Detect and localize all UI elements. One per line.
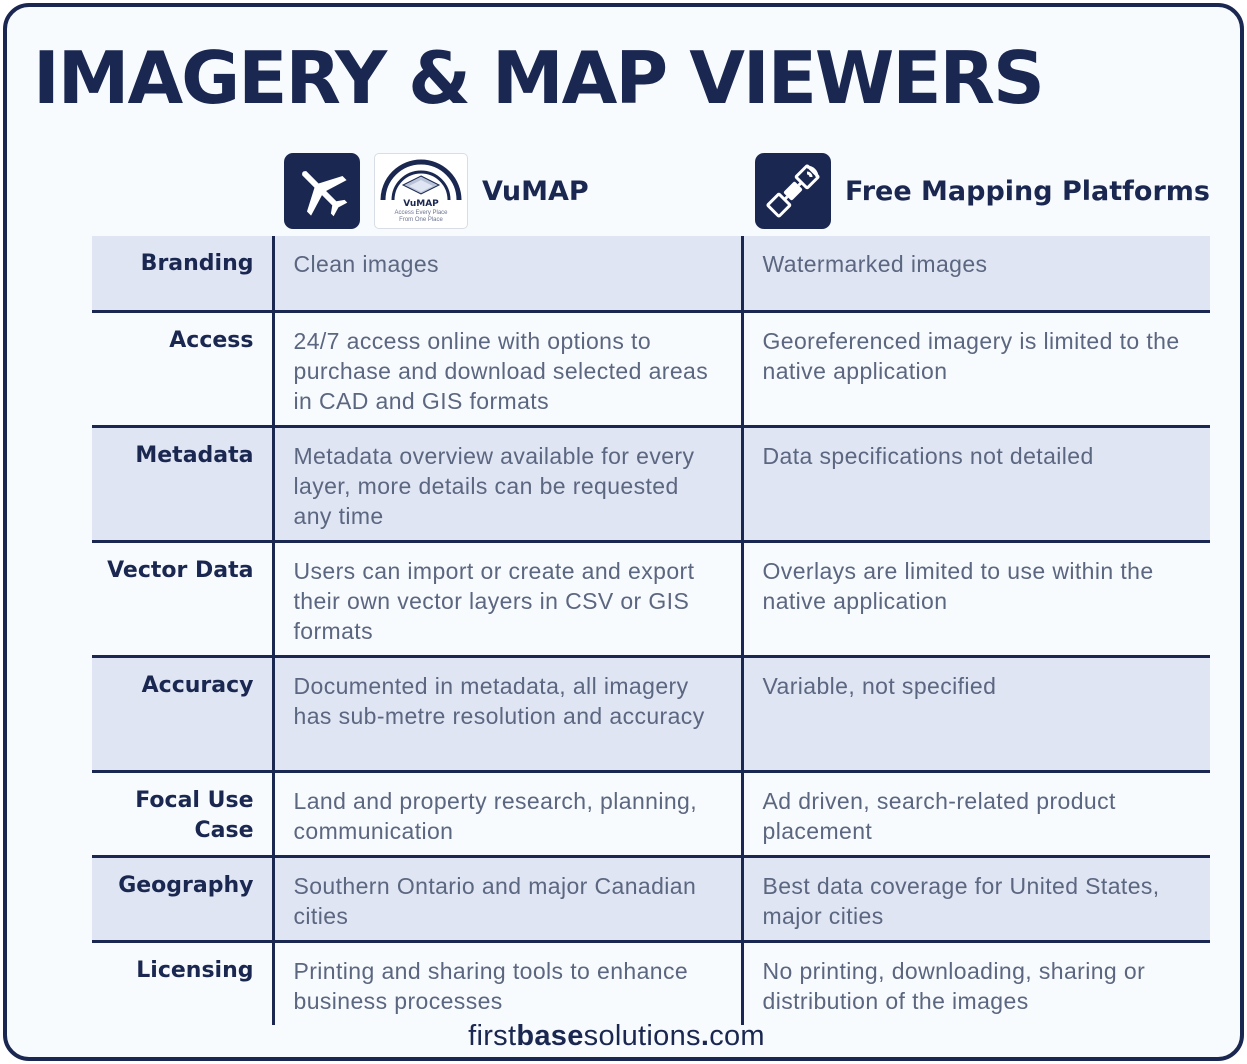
- table-row: Geography Southern Ontario and major Can…: [92, 856, 1210, 941]
- row-label: Access: [92, 311, 275, 426]
- vumap-logo-text: VuMAP: [403, 199, 439, 209]
- footer-part: com: [709, 1020, 765, 1052]
- table-row: Metadata Metadata overview available for…: [92, 426, 1210, 541]
- footer-part-bold: base: [516, 1020, 584, 1052]
- vumap-logo-tagline: Access Every Place From One Place: [394, 210, 448, 223]
- footer-part: solutions: [583, 1020, 701, 1052]
- free-platforms-column-label: Free Mapping Platforms: [845, 175, 1210, 207]
- vumap-cell: Documented in metadata, all imagery has …: [273, 656, 744, 771]
- row-label: Accuracy: [92, 656, 275, 771]
- row-label: Licensing: [92, 941, 275, 1025]
- row-label: Metadata: [92, 426, 275, 541]
- vumap-logo: VuMAP Access Every Place From One Place: [374, 153, 468, 229]
- vumap-cell: 24/7 access online with options to purch…: [273, 311, 744, 426]
- comparison-table: Branding Clean images Watermarked images…: [92, 236, 1210, 1025]
- page-title: IMAGERY & MAP VIEWERS: [33, 36, 1045, 120]
- vumap-cell: Southern Ontario and major Canadian citi…: [273, 856, 744, 941]
- row-label: Focal Use Case: [92, 771, 275, 856]
- footer-part: first: [468, 1020, 517, 1052]
- vumap-column-label: VuMAP: [482, 175, 589, 207]
- table-row: Vector Data Users can import or create a…: [92, 541, 1210, 656]
- vumap-cell: Land and property research, planning, co…: [273, 771, 744, 856]
- free-platforms-cell: Ad driven, search-related product placem…: [762, 787, 1116, 844]
- vumap-cell: Clean images: [273, 236, 744, 311]
- vumap-cell: Users can import or create and export th…: [273, 541, 744, 656]
- vumap-column-header: VuMAP Access Every Place From One Place …: [284, 153, 589, 229]
- free-platforms-cell: Georeferenced imagery is limited to the …: [762, 327, 1180, 384]
- footer-website: firstbasesolutions.com: [0, 1020, 1233, 1053]
- vumap-cell: Printing and sharing tools to enhance bu…: [273, 941, 744, 1025]
- row-label: Geography: [92, 856, 275, 941]
- free-platforms-column-header: Free Mapping Platforms: [755, 153, 1210, 229]
- footer-dot: .: [700, 1020, 710, 1052]
- free-platforms-cell: Variable, not specified: [742, 656, 1210, 771]
- table-row: Access 24/7 access online with options t…: [92, 311, 1210, 426]
- free-platforms-cell: Best data coverage for United States, ma…: [742, 856, 1210, 941]
- table-row: Licensing Printing and sharing tools to …: [92, 941, 1210, 1025]
- table-row: Focal Use Case Land and property researc…: [92, 771, 1210, 856]
- row-label: Vector Data: [92, 541, 275, 656]
- table-row: Accuracy Documented in metadata, all ima…: [92, 656, 1210, 771]
- airplane-icon: [284, 153, 360, 229]
- free-platforms-cell: Data specifications not detailed: [742, 426, 1210, 541]
- table-row: Branding Clean images Watermarked images: [92, 236, 1210, 311]
- vumap-cell: Metadata overview available for every la…: [273, 426, 744, 541]
- free-platforms-cell: Overlays are limited to use within the n…: [762, 557, 1154, 614]
- satellite-icon: [755, 153, 831, 229]
- row-label: Branding: [92, 236, 275, 311]
- free-platforms-cell: No printing, downloading, sharing or dis…: [762, 957, 1146, 1014]
- free-platforms-cell: Watermarked images: [742, 236, 1210, 311]
